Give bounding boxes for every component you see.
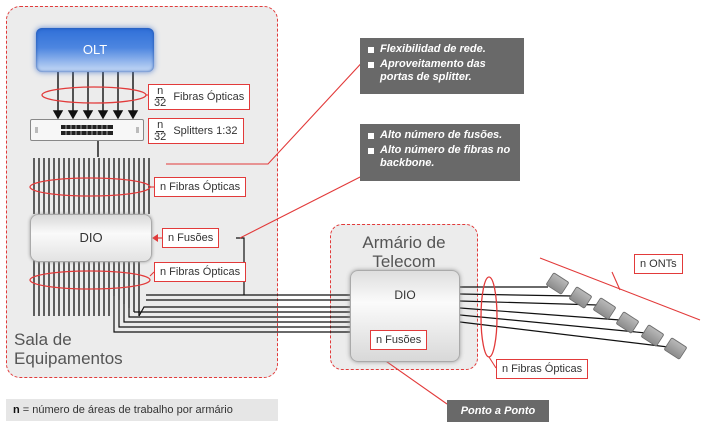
dio-main: DIO — [30, 214, 152, 262]
fraction: n 32 — [154, 84, 167, 109]
n-fibras-opticas-box-3: n Fibras Ópticas — [496, 359, 589, 379]
splitters-label: Splitters 1:32 — [173, 125, 238, 137]
splitters-fraction-box: n 32 Splitters 1:32 — [148, 118, 244, 144]
fraction: n 32 — [154, 118, 167, 143]
legend-footer: n = número de áreas de trabalho por armá… — [6, 399, 278, 421]
note-line: Aproveitamento das portas de splitter. — [380, 58, 486, 83]
fraction-numerator: n — [156, 118, 165, 132]
drop-fibers — [459, 286, 669, 348]
n-fibras-opticas-box-2: n Fibras Ópticas — [154, 262, 247, 282]
legend-text: = número de áreas de trabalho por armári… — [19, 404, 233, 416]
telecom-cabinet-label: Armário de Telecom — [362, 233, 446, 271]
fraction-denominator: 32 — [154, 130, 167, 143]
olt-label: OLT — [82, 42, 108, 57]
n-fibras-opticas-box-1: n Fibras Ópticas — [154, 177, 247, 197]
note-flexibility: Flexibilidad de rede. Aproveitamento das… — [360, 38, 524, 94]
splitter-ports-icon — [35, 125, 139, 135]
n-fusoes-main-box: n Fusões — [162, 228, 220, 248]
fiber-bundle-lower — [33, 260, 140, 316]
bullet-icon — [368, 47, 374, 53]
legend-symbol: n — [13, 404, 20, 416]
fraction-numerator: n — [156, 84, 165, 98]
splitter-panel — [30, 119, 144, 141]
n-fusoes-telecom-box: n Fusões — [370, 330, 428, 350]
bullet-icon — [368, 62, 374, 68]
olt-device: OLT — [36, 28, 154, 72]
olt-fiber-arrows — [52, 72, 139, 120]
bullet-icon — [368, 148, 374, 154]
backbone-fibers — [113, 294, 350, 333]
note-line: Alto número de fibras no backbone. — [380, 144, 511, 169]
note-line: Alto número de fusões. — [380, 129, 503, 141]
note-line: Flexibilidad de rede. — [380, 43, 486, 55]
bullet-icon — [368, 133, 374, 139]
dio-telecom-label: DIO — [394, 288, 416, 302]
equipment-room-label: Sala de Equipamentos — [14, 330, 123, 368]
dio-main-label: DIO — [79, 230, 103, 245]
n-onts-box: n ONTs — [634, 254, 683, 274]
fibras-opticas-label: Fibras Ópticas — [173, 91, 245, 103]
note-fusions: Alto número de fusões. Alto número de fi… — [360, 124, 520, 181]
fibras-opticas-fraction-box: n 32 Fibras Ópticas — [148, 84, 251, 110]
ponto-a-ponto-badge: Ponto a Ponto — [447, 400, 549, 422]
fiber-bundle-upper — [33, 158, 150, 214]
fraction-denominator: 32 — [154, 96, 167, 109]
